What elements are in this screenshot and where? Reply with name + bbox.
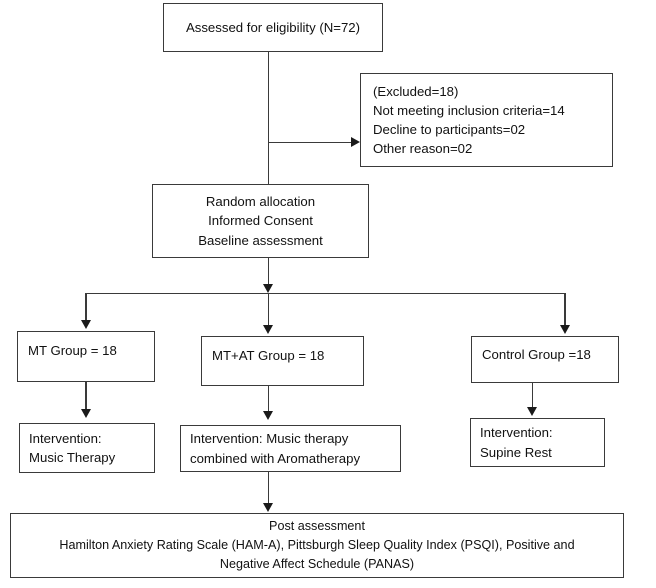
post-assessment-line-1: Post assessment (269, 519, 365, 534)
connector-split-to-mtat-group (267, 293, 270, 326)
excluded-line-3: Decline to participants=02 (373, 122, 526, 137)
node-random-allocation: Random allocation Informed Consent Basel… (152, 184, 369, 258)
connector-mt-group-to-intervention-arrowhead (80, 409, 91, 418)
node-intervention-music-therapy: Intervention: Music Therapy (19, 423, 155, 473)
intervention-mt-line-1: Intervention: (29, 430, 102, 446)
connector-mtat-group-to-intervention-arrowhead (263, 411, 273, 420)
control-group-label: Control Group =18 (482, 347, 591, 362)
excluded-line-2: Not meeting inclusion criteria=14 (373, 102, 565, 118)
post-assessment-line-3: Negative Affect Schedule (PANAS) (219, 556, 415, 571)
random-line-1: Random allocation (205, 194, 316, 210)
connector-split-bus (85, 292, 565, 295)
node-excluded: (Excluded=18) Not meeting inclusion crit… (360, 73, 613, 167)
intervention-mtat-line-1: Intervention: Music therapy (190, 431, 349, 447)
connector-split-to-mtat-group-arrowhead (263, 325, 273, 334)
connector-random-to-split-arrowhead (262, 284, 273, 293)
connector-mtat-group-to-intervention (267, 386, 270, 412)
post-assessment-line-2: Hamilton Anxiety Rating Scale (HAM-A), P… (59, 538, 575, 553)
node-assessed-for-eligibility: Assessed for eligibility (N=72) (163, 3, 383, 52)
connector-assessed-to-random (267, 52, 270, 184)
connector-assessed-to-excluded-arrowhead (351, 136, 360, 147)
excluded-line-1: (Excluded=18) (373, 83, 459, 99)
connector-split-to-control-group (564, 293, 566, 326)
mt-group-label: MT Group = 18 (28, 343, 117, 358)
connector-intervention-to-post-assessment (267, 472, 270, 505)
connector-split-to-control-group-arrowhead (559, 325, 570, 334)
node-intervention-supine-rest: Intervention: Supine Rest (470, 418, 605, 467)
connector-split-to-mt-group (85, 293, 87, 321)
intervention-mt-line-2: Music Therapy (29, 450, 116, 465)
connector-assessed-to-excluded-line (268, 141, 351, 144)
connector-mt-group-to-intervention (85, 382, 87, 410)
excluded-line-4: Other reason=02 (373, 141, 473, 157)
connector-random-to-split (267, 258, 270, 285)
connector-control-group-to-intervention (531, 383, 534, 408)
random-line-2: Informed Consent (208, 213, 313, 229)
intervention-control-line-2: Supine Rest (480, 444, 552, 460)
node-post-assessment: Post assessment Hamilton Anxiety Rating … (10, 513, 624, 578)
connector-control-group-to-intervention-arrowhead (527, 407, 537, 416)
node-control-group: Control Group =18 (471, 336, 619, 383)
intervention-mtat-line-2: combined with Aromatherapy (190, 450, 361, 466)
mt-at-group-label: MT+AT Group = 18 (212, 348, 325, 363)
intervention-control-line-1: Intervention: (480, 425, 553, 441)
random-line-3: Baseline assessment (198, 232, 323, 248)
connector-intervention-to-post-assessment-arrowhead (263, 503, 273, 512)
node-mt-group: MT Group = 18 (17, 331, 155, 382)
node-mt-at-group: MT+AT Group = 18 (201, 336, 364, 386)
node-intervention-music-aromatherapy: Intervention: Music therapy combined wit… (180, 425, 401, 472)
connector-split-to-mt-group-arrowhead (80, 320, 91, 329)
assessed-line-1: Assessed for eligibility (N=72) (185, 19, 361, 35)
